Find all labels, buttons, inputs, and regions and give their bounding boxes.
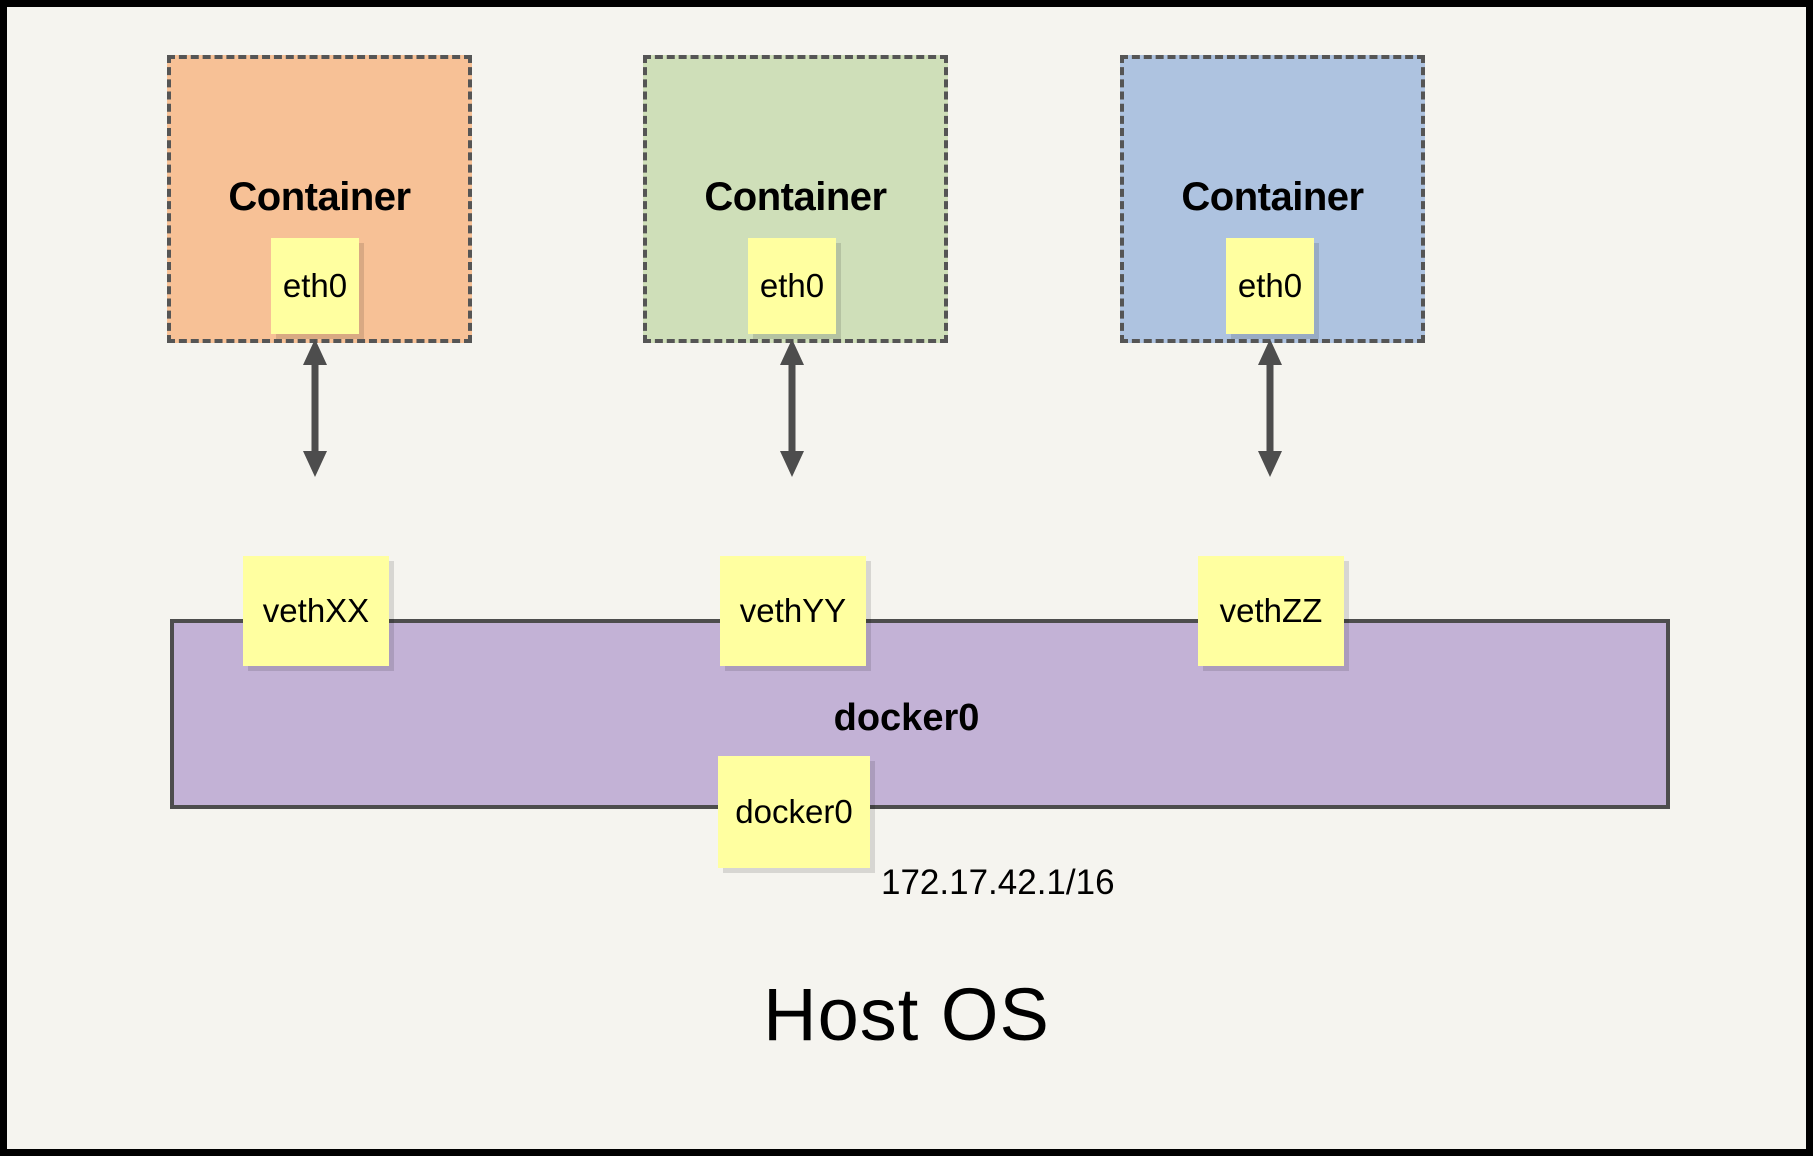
host-os-label: Host OS	[763, 973, 1050, 1056]
veth-link-arrow-1	[303, 339, 327, 477]
container-title-3: Container	[1181, 175, 1364, 219]
docker0-ip-label: 172.17.42.1/16	[881, 863, 1115, 902]
veth-link-arrow-2	[780, 339, 804, 477]
container-title-1: Container	[228, 175, 411, 219]
container-title-2: Container	[704, 175, 887, 219]
docker0-bridge-label: docker0	[833, 697, 980, 739]
container-eth0-box-2[interactable]: eth0	[748, 238, 836, 334]
docker0-interface-box[interactable]: docker0	[718, 756, 870, 868]
veth-box-2[interactable]: vethYY	[720, 556, 866, 666]
docker0-bridge-bar[interactable]	[170, 619, 1670, 809]
container-eth0-box-3[interactable]: eth0	[1226, 238, 1314, 334]
container-eth0-box-1[interactable]: eth0	[271, 238, 359, 334]
veth-box-1[interactable]: vethXX	[243, 556, 389, 666]
veth-link-arrow-3	[1258, 339, 1282, 477]
veth-box-3[interactable]: vethZZ	[1198, 556, 1344, 666]
